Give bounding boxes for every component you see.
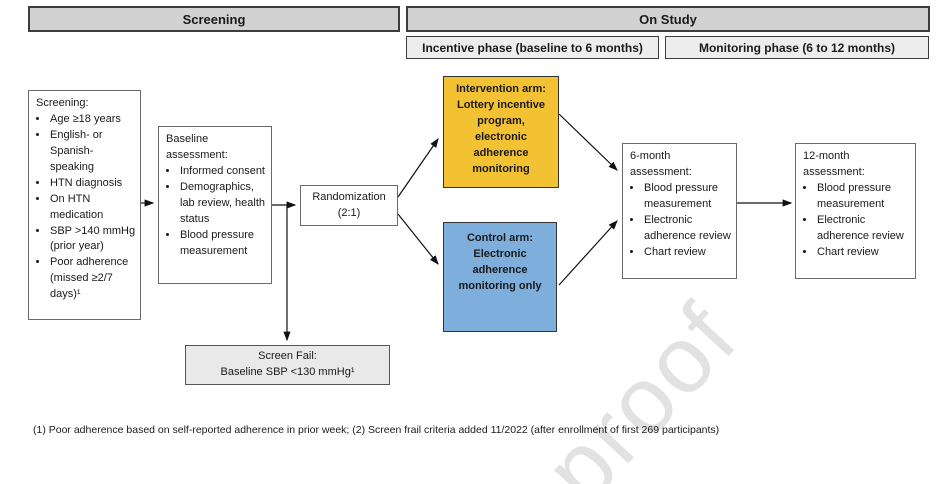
bullet-item: Informed consent [179,164,268,180]
bullet-item: On HTN medication [49,192,137,224]
arrow-randomization-to-control [397,213,439,265]
bullet-item: HTN diagnosis [49,176,137,192]
monitoring-phase-header: Monitoring phase (6 to 12 months) [665,36,929,59]
control-arm-box: Control arm: Electronic adherence monito… [443,222,557,332]
bullet-item: Blood pressure measurement [179,228,268,260]
baseline-assessment-box: Baseline assessment: Informed consentDem… [158,126,272,284]
six-month-assessment-list: Blood pressure measurementElectronic adh… [630,181,733,261]
randomization-box: Randomization (2:1) [300,185,398,226]
screening-criteria-box: Screening: Age ≥18 yearsEnglish- or Span… [28,90,141,320]
bullet-item: English- or Spanish-speaking [49,128,137,176]
bullet-item: SBP >140 mmHg (prior year) [49,224,137,256]
twelve-month-assessment-title: 12-month assessment: [803,150,865,178]
twelve-month-assessment-list: Blood pressure measurementElectronic adh… [803,181,912,261]
incentive-phase-header: Incentive phase (baseline to 6 months) [406,36,659,59]
bullet-item: Age ≥18 years [49,112,137,128]
arrow-intervention-to-six-month [558,113,618,171]
screening-section-header: Screening [28,6,400,32]
bullet-item: Poor adherence (missed ≥2/7 days)¹ [49,255,137,303]
six-month-assessment-box: 6-month assessment: Blood pressure measu… [622,143,737,279]
bullet-item: Demographics, lab review, health status [179,180,268,228]
bullet-item: Chart review [816,245,912,261]
baseline-assessment-list: Informed consentDemographics, lab review… [166,164,268,260]
intervention-arm-box: Intervention arm: Lottery incentive prog… [443,76,559,188]
on-study-section-header: On Study [406,6,930,32]
bullet-item: Chart review [643,245,733,261]
bullet-item: Blood pressure measurement [816,181,912,213]
footnote: (1) Poor adherence based on self-reporte… [33,424,720,436]
baseline-assessment-title: Baseline assessment: [166,133,228,161]
screening-criteria-list: Age ≥18 yearsEnglish- or Spanish-speakin… [36,112,137,303]
bullet-item: Electronic adherence review [643,213,733,245]
screen-fail-box: Screen Fail: Baseline SBP <130 mmHg¹ [185,345,390,385]
twelve-month-assessment-box: 12-month assessment: Blood pressure meas… [795,143,916,279]
arrow-control-to-six-month [558,220,618,286]
bullet-item: Electronic adherence review [816,213,912,245]
arrow-randomization-to-intervention [397,138,439,198]
bullet-item: Blood pressure measurement [643,181,733,213]
screening-criteria-title: Screening: [36,97,89,109]
six-month-assessment-title: 6-month assessment: [630,150,692,178]
